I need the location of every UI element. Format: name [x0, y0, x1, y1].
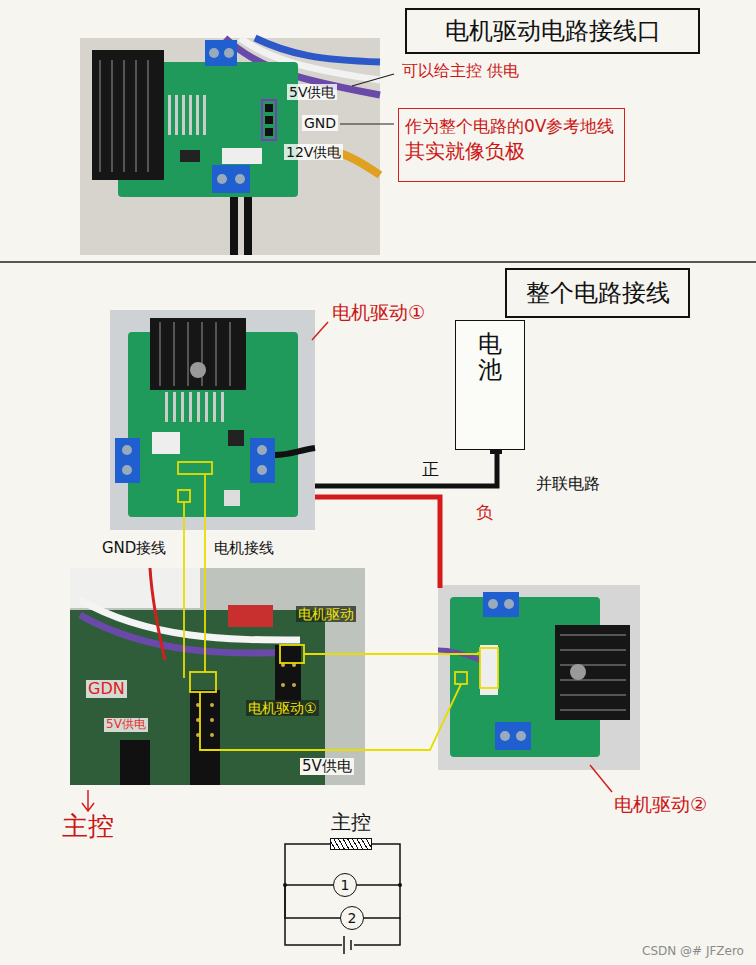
driver-photo-2 [438, 585, 640, 770]
watermark: CSDN @# JFZero [640, 945, 746, 959]
pin-label: GND [302, 115, 338, 131]
node-text: 整个电路接线 [516, 277, 680, 309]
pin-label: 12V供电 [284, 144, 343, 160]
node-text: 电机驱动电路接线口 [435, 15, 671, 47]
part-label: 电机驱动① [330, 302, 427, 324]
note-label: 可以给主控 供电 [400, 62, 521, 80]
note-box: 作为整个电路的0V参考地线其实就像负极 [398, 108, 625, 182]
node-text: 主控 [331, 809, 371, 836]
schematic-wires [285, 844, 400, 945]
node-text: 其实就像负极 [405, 138, 618, 165]
wire-label: 电机驱动 [296, 606, 356, 622]
wire-label: 电机接线 [212, 540, 276, 557]
polarity-label: 负 [474, 503, 495, 523]
part-label: 主控 [60, 812, 116, 842]
part-label: 电机驱动② [612, 794, 709, 816]
battery-symbol [344, 936, 351, 954]
motor-circle: 1 [333, 873, 357, 897]
pin-label: 5V供电 [104, 718, 148, 732]
wire-connector [285, 844, 333, 885]
leader-line [312, 322, 328, 340]
title-box: 整个电路接线 [505, 268, 690, 318]
driver-photo-top [80, 38, 380, 255]
controller-symbol: 主控 [330, 838, 372, 850]
leader-line [340, 123, 394, 124]
node-text: 电池 [478, 331, 502, 449]
wire-label: 电机驱动① [246, 700, 319, 716]
arrow-symbol [82, 790, 94, 811]
pin-label: 5V供电 [287, 84, 337, 100]
yellow-wires [178, 462, 498, 750]
note-label: 并联电路 [534, 475, 602, 493]
leader-line [590, 765, 612, 792]
negative-wire [315, 450, 497, 486]
node-text: 作为整个电路的0V参考地线 [405, 115, 618, 138]
battery-box: 电池 [455, 320, 525, 450]
pin-label: GDN [86, 680, 127, 698]
controller-photo [70, 568, 365, 785]
polarity-label: 正 [420, 460, 441, 480]
title-box: 电机驱动电路接线口 [405, 8, 700, 54]
node-text: 2 [348, 910, 357, 926]
wire-connector [357, 885, 400, 918]
wire-label: 5V供电 [300, 758, 354, 775]
wire-label: GND接线 [100, 540, 168, 557]
motor-circle: 2 [340, 906, 364, 930]
positive-wire [315, 497, 440, 588]
divider-line [0, 261, 756, 263]
driver-photo-1 [110, 310, 315, 530]
node-text: 1 [341, 877, 350, 893]
leader-line [352, 74, 394, 86]
